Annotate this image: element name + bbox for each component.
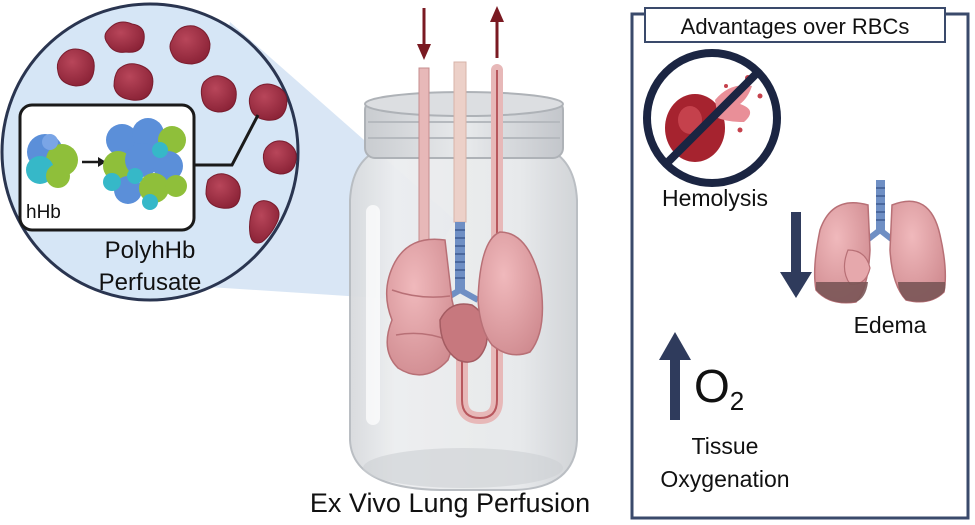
jar-caption: Ex Vivo Lung Perfusion	[310, 488, 590, 518]
polyhb-particle	[249, 200, 280, 244]
polyhb-particle	[113, 63, 154, 101]
polyhb-particle	[262, 140, 297, 175]
inflow-down-arrow-icon	[417, 8, 431, 60]
edema-lungs-icon	[813, 180, 947, 304]
polyhb-particle	[200, 75, 237, 113]
perfusion-tubes	[418, 61, 503, 425]
polyhhb-title: PolyhHb	[105, 237, 196, 264]
hhb-monomer-icon	[26, 134, 78, 188]
advantages-title: Advantages over RBCs	[681, 14, 910, 39]
polyhb-particle	[104, 21, 145, 53]
tissue-label: Tissue	[692, 433, 759, 459]
polyhb-particle	[169, 25, 211, 65]
oxygenation-up-arrow-icon	[659, 332, 691, 420]
outflow-up-arrow-icon	[490, 6, 504, 58]
no-hemolysis-icon	[643, 49, 781, 187]
edema-down-arrow-icon	[780, 212, 812, 298]
perfusate-title: Perfusate	[99, 269, 202, 296]
oxygenation-label: Oxygenation	[660, 466, 789, 492]
polyhb-particles	[56, 21, 297, 244]
flow-arrows	[417, 6, 504, 60]
polymerization-arrow-icon	[82, 157, 106, 167]
connector-line	[194, 114, 260, 167]
oxygen-symbol: O	[694, 360, 730, 412]
advantages-title-box	[644, 7, 946, 43]
advantages-panel: Advantages over RBCs Hemolysis	[630, 7, 970, 520]
polyhb-particle	[56, 48, 95, 87]
polyhb-particle	[205, 173, 241, 209]
hemolysis-label: Hemolysis	[662, 185, 768, 211]
edema-label: Edema	[854, 312, 927, 338]
oxygen-label: O2	[694, 360, 744, 416]
polyhb-particle	[248, 83, 288, 121]
hhb-polymer-icon	[103, 118, 187, 210]
perfused-lung-icon	[386, 222, 544, 376]
polyhb-inset: hHb PolyhHb Perfusate	[0, 2, 300, 302]
oxygen-subscript: 2	[730, 386, 744, 416]
hhb-label: hHb	[26, 202, 61, 223]
